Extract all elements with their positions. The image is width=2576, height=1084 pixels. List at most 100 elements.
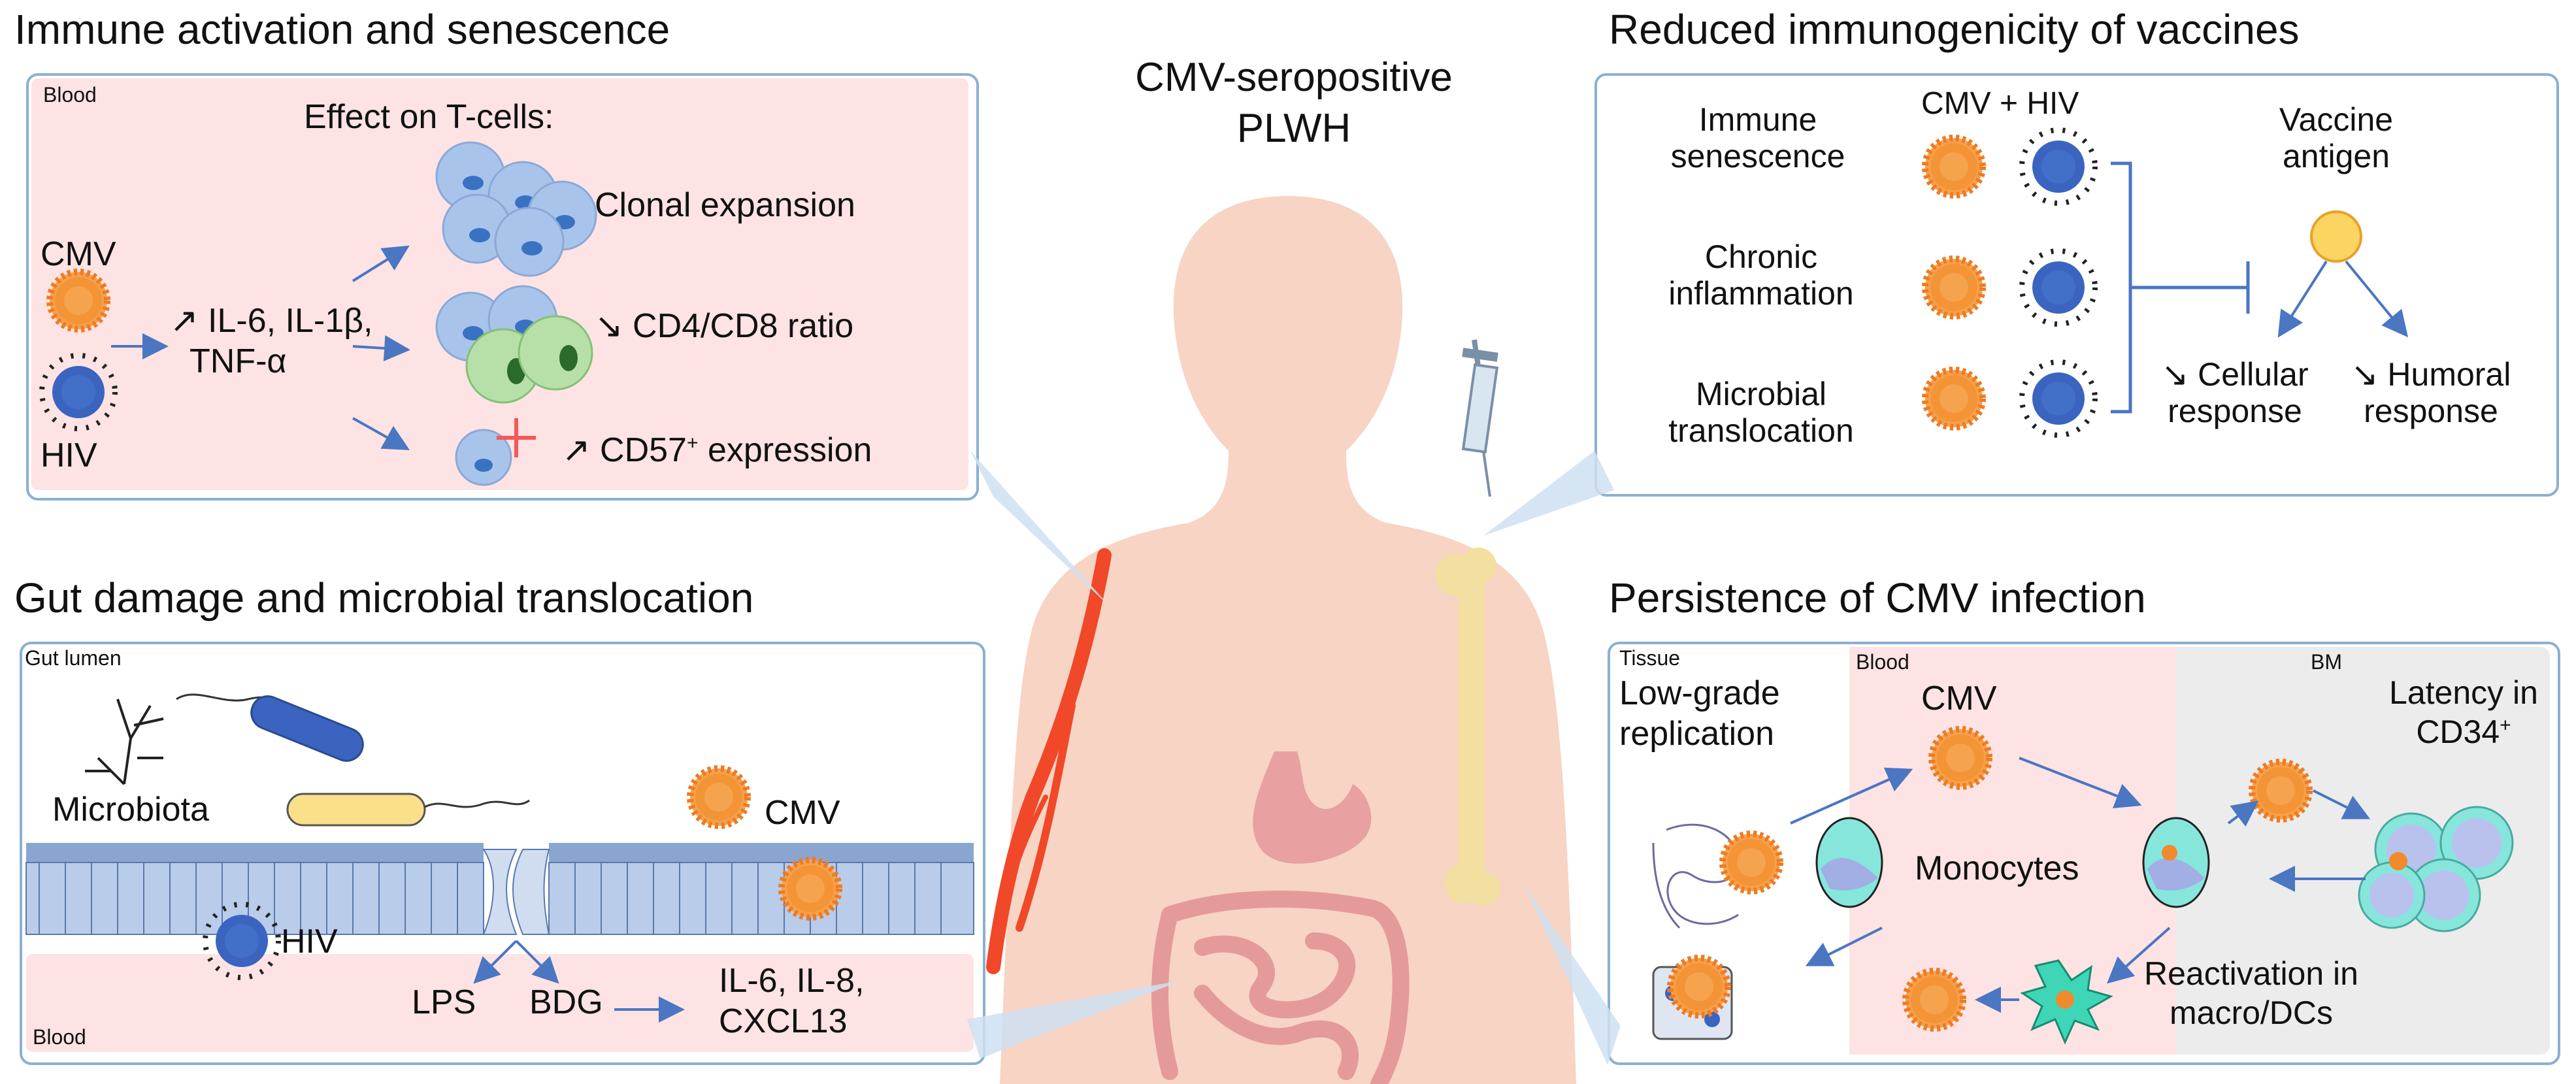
bdg-label: BDG — [529, 983, 603, 1021]
gut-cytokines-line1: IL-6, IL-8, — [719, 962, 865, 1000]
cd57-cell-icon — [455, 418, 536, 486]
gut-cytokines-line2: CXCL13 — [719, 1002, 848, 1041]
factor2-line1: Chronic — [1704, 238, 1818, 275]
arrow — [1790, 767, 1913, 825]
lps-label: LPS — [412, 983, 476, 1021]
monocyte-icon — [1815, 817, 1883, 908]
lowgrade-line2: replication — [1619, 715, 1775, 753]
gut-lumen-label: Gut lumen — [25, 646, 122, 670]
cmv-virus-icon — [1925, 370, 1983, 427]
gut-cmv-label: CMV — [765, 794, 840, 832]
arrow — [2107, 927, 2171, 984]
arrow — [515, 940, 559, 984]
immune-panel-title: Immune activation and senescence — [14, 6, 670, 53]
bone-icon — [1435, 548, 1500, 906]
arrow — [2019, 757, 2142, 809]
hiv-virus-icon — [2022, 362, 2095, 435]
immune-cytokines: ↗ IL-6, IL-1β, TNF-α — [170, 301, 372, 382]
antigen-line1: Vaccine — [2279, 101, 2394, 138]
cd57-text: ↗ CD57 — [562, 431, 687, 469]
clonal-expansion-cells-icon — [435, 141, 597, 277]
cd4-cd8-cells-icon — [435, 285, 593, 404]
cmv-virus-icon — [1932, 729, 1989, 787]
arrow — [2313, 789, 2371, 819]
arrow — [1805, 927, 1883, 966]
response2-line1: ↘ Humoral — [2351, 356, 2511, 393]
persistence-panel-title: Persistence of CMV infection — [1609, 574, 2146, 621]
cmv-virus-icon — [690, 768, 748, 826]
cmv-virus-icon — [1723, 834, 1780, 891]
center-title: CMV-seropositive PLWH — [1039, 52, 1549, 154]
macrophage-dc-icon — [2020, 959, 2113, 1045]
vaccine-panel-title: Reduced immunogenicity of vaccines — [1609, 6, 2300, 53]
immune-cmv-label: CMV — [41, 235, 116, 273]
antigen-line2: antigen — [2282, 138, 2390, 174]
cmv-virus-icon — [782, 860, 839, 917]
cmv-virus-icon — [1925, 138, 1983, 195]
latency-label: Latency in CD34+ — [2366, 673, 2562, 751]
lowgrade-replication: Low-grade replication — [1619, 673, 1780, 755]
bracket-inhibition — [2111, 161, 2250, 414]
arrow — [352, 245, 410, 282]
reactivation-line2: macro/DCs — [2169, 994, 2334, 1031]
response1-line2: response — [2168, 393, 2302, 429]
human-silhouette — [1000, 196, 1576, 1084]
monocytes-label: Monocytes — [1915, 849, 2079, 887]
monocyte-infected-icon — [2142, 817, 2210, 908]
factor2-line2: inflammation — [1668, 275, 1854, 312]
cmv-particle-icon — [2162, 845, 2177, 861]
cmv-virus-icon — [1906, 971, 1963, 1028]
hiv-virus-icon — [2022, 130, 2095, 203]
immune-cytokines-line1: ↗ IL-6, IL-1β, — [170, 302, 373, 340]
bm-label: BM — [2311, 650, 2342, 674]
intestine-icon — [1151, 891, 1410, 1084]
factor1-line2: senescence — [1670, 138, 1845, 174]
effect-clonal-expansion: Clonal expansion — [595, 186, 855, 224]
factor1-line1: Immune — [1698, 101, 1817, 138]
reactivation-label: Reactivation in macro/DCs — [2111, 954, 2392, 1032]
gut-panel-title: Gut damage and microbial translocation — [14, 574, 754, 621]
vaccine-antigen-icon — [2310, 210, 2362, 263]
factor-microbial-translocation: Microbial translocation — [1608, 376, 1915, 449]
arrow — [473, 940, 518, 984]
intestine-tissue-icon — [1652, 823, 1740, 929]
stomach-icon — [1253, 751, 1372, 864]
reactivation-line1: Reactivation in — [2144, 955, 2358, 992]
bacterium-blue-icon — [176, 693, 364, 762]
immune-cytokines-line2: TNF-α — [190, 342, 287, 381]
vaccine-callout — [1483, 451, 1614, 536]
arrow — [352, 417, 410, 450]
response2-line2: response — [2364, 393, 2498, 429]
arrow — [2277, 260, 2328, 338]
tissue-label: Tissue — [1619, 646, 1681, 670]
center-title-line1: CMV-seropositive — [1135, 55, 1453, 100]
immune-blood-area — [31, 78, 968, 490]
bacterium-yellow-icon — [286, 793, 530, 827]
vaccine-antigen-label: Vaccine antigen — [2235, 101, 2437, 174]
latency-line1: Latency in — [2389, 674, 2538, 711]
artery-icon — [986, 548, 1112, 974]
humoral-response: ↘ Humoral response — [2313, 356, 2549, 429]
persistence-cmv-label: CMV — [1921, 680, 1997, 717]
persistence-blood-area — [1849, 647, 2176, 1055]
cmv-virus-icon — [50, 272, 107, 329]
blood-label: Blood — [1856, 650, 1909, 674]
cellular-response: ↘ Cellular response — [2117, 356, 2353, 429]
cmv-virus-icon — [1670, 958, 1728, 1015]
fungus-icon — [85, 698, 164, 785]
cd34-cells-icon — [2358, 806, 2514, 932]
arrow — [2227, 800, 2259, 827]
cd57-sup: + — [686, 432, 699, 454]
factor3-line1: Microbial — [1695, 376, 1827, 412]
effect-header: Effect on T-cells: — [304, 98, 554, 136]
cmv-virus-icon — [2252, 762, 2309, 819]
effect-cd4-cd8-ratio: ↘ CD4/CD8 ratio — [595, 307, 854, 345]
response1-line1: ↘ Cellular — [2161, 356, 2309, 393]
gut-blood-label: Blood — [33, 1025, 86, 1049]
gut-cytokines: IL-6, IL-8, CXCL13 — [719, 961, 865, 1042]
hiv-virus-icon — [42, 355, 115, 429]
lowgrade-line1: Low-grade — [1619, 674, 1780, 712]
gut-hiv-label: HIV — [281, 923, 338, 961]
immune-compartment-label: Blood — [43, 83, 97, 107]
